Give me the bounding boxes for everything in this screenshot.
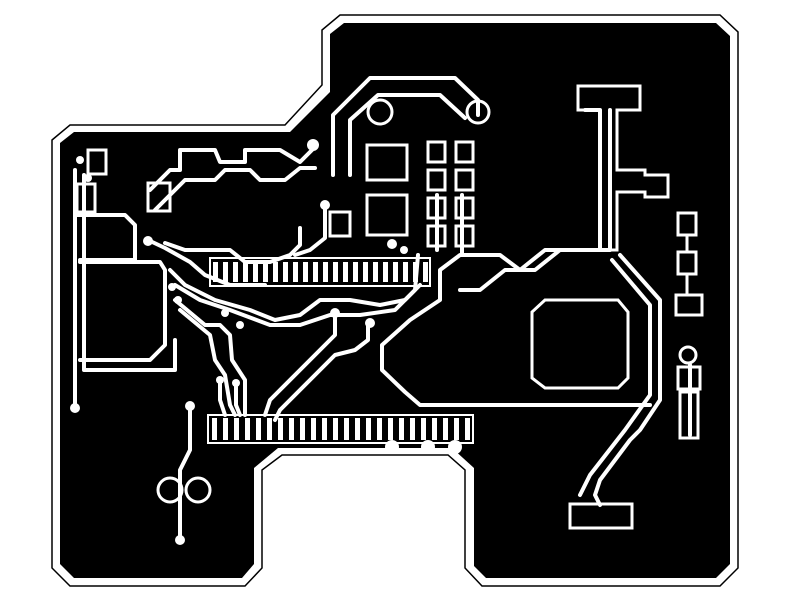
pad-round-bottom-left-a — [156, 476, 184, 504]
pad-column-a — [426, 140, 447, 248]
via-14 — [236, 321, 244, 329]
pad-left-connector — [75, 148, 108, 214]
pad-round-top-right — [465, 99, 491, 125]
pad-square-upper — [365, 143, 409, 182]
via-10 — [175, 535, 185, 545]
trace-curve-2 — [168, 268, 422, 322]
pad-square-lower — [365, 193, 409, 237]
pad-small-zig — [146, 181, 172, 213]
trace-left-zig-2 — [153, 166, 317, 212]
via-bottom-3 — [448, 440, 462, 454]
pad-octagon — [530, 298, 630, 390]
via-12 — [174, 296, 182, 304]
trace-left-vert-2 — [82, 173, 177, 372]
trace-diag-2 — [273, 323, 370, 422]
trace-fan-1 — [173, 298, 247, 417]
via-13 — [221, 309, 229, 317]
pad-column-b — [454, 140, 475, 248]
trace-left-box-2 — [78, 260, 167, 362]
via-4 — [330, 308, 340, 318]
via-17 — [76, 156, 84, 164]
pad-t-shape — [576, 84, 670, 252]
pad-small-mid — [328, 210, 352, 238]
via-16 — [400, 246, 408, 254]
via-bottom-1 — [385, 440, 399, 454]
via-7 — [216, 376, 224, 384]
trace-left-zig — [148, 148, 314, 192]
pads — [70, 84, 704, 545]
trace-fan-4 — [234, 383, 242, 417]
trace-right-down-2 — [578, 258, 652, 497]
pad-round-bottom-left-b — [184, 476, 212, 504]
via-2 — [143, 236, 153, 246]
ic-top-row — [209, 257, 431, 287]
trace-octagon-loop — [380, 278, 652, 407]
via-9 — [70, 403, 80, 413]
via-18 — [84, 174, 92, 182]
trace-right-down — [593, 253, 662, 507]
via-5 — [365, 318, 375, 328]
trace-fan-2 — [178, 308, 237, 417]
trace-diag-1 — [263, 313, 337, 417]
pad-stack-right-1 — [674, 211, 704, 317]
pad-stack-right-2 — [676, 345, 702, 440]
trace-fan-3 — [218, 378, 227, 417]
trace-top-arch-inner — [348, 93, 467, 177]
trace-up-2 — [293, 203, 327, 257]
trace-bottom-left — [178, 406, 192, 542]
via-11 — [168, 283, 176, 291]
pad-bottom-right — [568, 502, 634, 530]
via-1 — [307, 139, 319, 151]
via-8 — [232, 379, 240, 387]
via-bottom-2 — [421, 440, 435, 454]
via-3 — [320, 200, 330, 210]
pad-round-top-left — [366, 98, 394, 126]
ic-bottom-row — [207, 414, 474, 444]
trace-curve-3 — [173, 253, 420, 327]
via-6 — [185, 401, 195, 411]
via-15 — [387, 239, 397, 249]
